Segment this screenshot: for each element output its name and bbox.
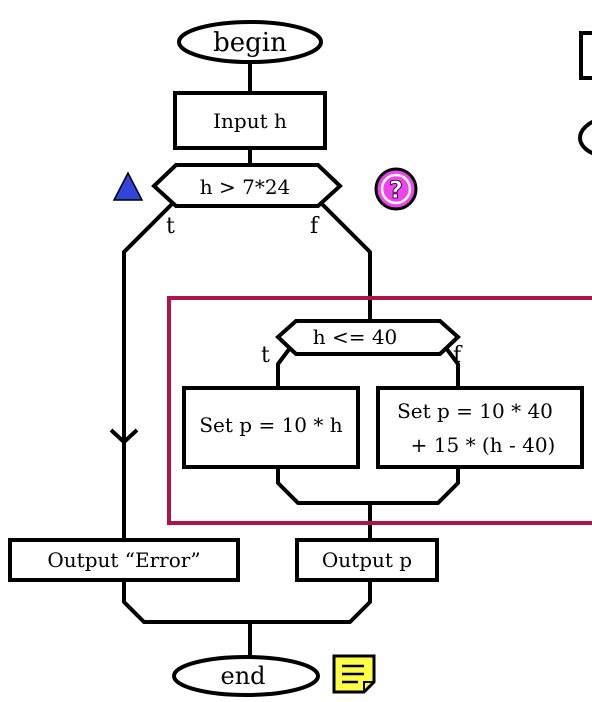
svg-text:end: end xyxy=(220,662,265,690)
svg-text:h <= 40: h <= 40 xyxy=(313,325,398,349)
decision-hours-limit[interactable]: h > 7*24 xyxy=(151,163,343,208)
palette-rectangle-shape[interactable] xyxy=(579,31,592,80)
decision-overtime[interactable]: h <= 40 xyxy=(275,319,461,356)
set-pay-regular-box[interactable]: Set p = 10 * h xyxy=(182,386,360,469)
output-pay-box[interactable]: Output p xyxy=(295,538,439,582)
svg-text:Set p = 10 * h: Set p = 10 * h xyxy=(199,413,342,437)
begin-terminal[interactable]: begin xyxy=(177,20,323,64)
decision1-true-label: t xyxy=(166,214,175,239)
question-mark-icon[interactable]: ? xyxy=(374,167,418,211)
svg-text:+ 15 * (h - 40): + 15 * (h - 40) xyxy=(411,433,556,457)
blue-triangle-icon[interactable] xyxy=(112,171,144,201)
set-pay-overtime-box[interactable]: Set p = 10 * 40 + 15 * (h - 40) xyxy=(376,386,584,469)
decision2-false-label: f xyxy=(453,343,463,368)
decision1-false-label: f xyxy=(310,214,320,239)
svg-text:Output “Error”: Output “Error” xyxy=(47,548,200,572)
note-icon[interactable] xyxy=(332,654,376,694)
svg-text:Input h: Input h xyxy=(213,109,287,133)
svg-text:Set p = 10 * 40: Set p = 10 * 40 xyxy=(397,399,553,423)
svg-text:?: ? xyxy=(389,176,403,204)
svg-text:h > 7*24: h > 7*24 xyxy=(200,175,291,199)
decision2-true-label: t xyxy=(261,343,270,368)
selection-frame[interactable] xyxy=(167,296,592,525)
svg-text:begin: begin xyxy=(213,28,287,58)
palette-oval-shape[interactable] xyxy=(577,119,592,156)
input-box[interactable]: Input h xyxy=(173,91,327,150)
flow-arrow-icon xyxy=(109,428,139,444)
svg-text:Output p: Output p xyxy=(322,548,412,572)
end-terminal[interactable]: end xyxy=(172,655,320,697)
output-error-box[interactable]: Output “Error” xyxy=(8,538,240,582)
